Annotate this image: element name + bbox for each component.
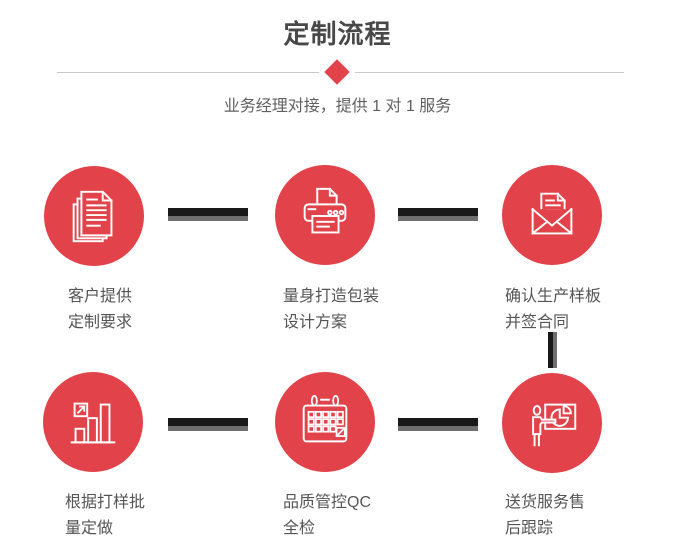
step5-circle	[275, 372, 375, 472]
step6-label: 送货服务售 后跟踪	[505, 490, 585, 542]
step4-label-line1: 根据打样批	[65, 494, 146, 511]
connector-step4-step5	[168, 418, 248, 431]
calendar-icon	[302, 394, 348, 443]
envelope-icon	[531, 192, 573, 235]
page-title: 定制流程	[283, 19, 392, 49]
step5-label-line2: 全检	[283, 520, 316, 537]
step2-circle	[275, 165, 375, 265]
step6-circle	[502, 373, 602, 473]
step6-label-line2: 后跟踪	[505, 520, 554, 537]
step4-label: 根据打样批 量定做	[65, 490, 145, 542]
step3-label-line2: 并签合同	[505, 314, 570, 331]
step3-circle	[502, 165, 602, 265]
step1-label: 客户提供 定制要求	[68, 284, 132, 336]
step1-label-line2: 定制要求	[68, 314, 133, 331]
step4-label-line2: 量定做	[65, 520, 114, 537]
connector-step1-step2	[168, 208, 248, 221]
bar-chart-icon	[70, 402, 116, 444]
diamond-icon	[318, 53, 356, 91]
connector-step2-step3	[398, 208, 478, 221]
step5-label: 品质管控QC 全检	[283, 490, 371, 542]
step2-label-line2: 设计方案	[283, 314, 348, 331]
step6-label-line1: 送货服务售	[505, 494, 586, 511]
step3-label: 确认生产样板 并签合同	[505, 284, 601, 336]
step5-label-line1: 品质管控QC	[283, 494, 372, 511]
printer-icon	[303, 187, 347, 234]
connector-step5-step6	[398, 418, 478, 431]
presentation-icon	[532, 403, 577, 447]
connector-step3-step6	[548, 332, 557, 368]
documents-icon	[72, 190, 113, 243]
step2-label-line1: 量身打造包装	[283, 288, 380, 305]
step1-circle	[44, 166, 144, 266]
step3-label-line1: 确认生产样板	[505, 288, 602, 305]
step2-label: 量身打造包装 设计方案	[283, 284, 379, 336]
subtitle: 业务经理对接，提供 1 对 1 服务	[223, 98, 452, 115]
step4-circle	[43, 372, 143, 472]
step1-label-line1: 客户提供	[68, 288, 133, 305]
